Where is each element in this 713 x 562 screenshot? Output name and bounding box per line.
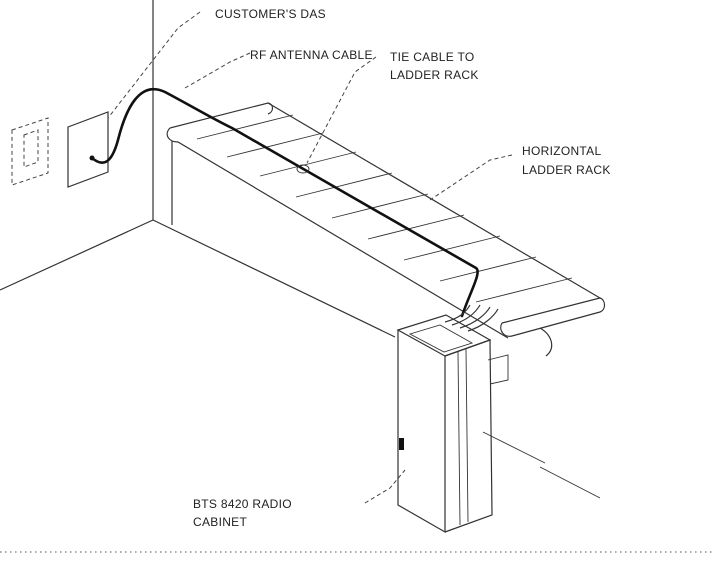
bts-radio-cabinet [398, 315, 600, 532]
dashed-outlet-plate [12, 118, 48, 185]
horizontal-ladder-rack [167, 103, 604, 356]
label-rf-antenna-cable: RF ANTENNA CABLE [250, 48, 373, 62]
label-horizontal-line2: LADDER RACK [522, 163, 611, 177]
label-bts-line1: BTS 8420 RADIO [193, 497, 292, 511]
leader-lines [108, 12, 512, 503]
customers-das-plate [68, 112, 108, 187]
label-customers-das: CUSTOMER'S DAS [215, 7, 326, 21]
label-tie-cable-line1: TIE CABLE TO [390, 50, 475, 64]
label-horizontal-line1: HORIZONTAL [522, 144, 601, 158]
label-bts-line2: CABINET [193, 515, 247, 529]
rf-antenna-cable [92, 89, 478, 316]
label-tie-cable-line2: LADDER RACK [390, 68, 479, 82]
